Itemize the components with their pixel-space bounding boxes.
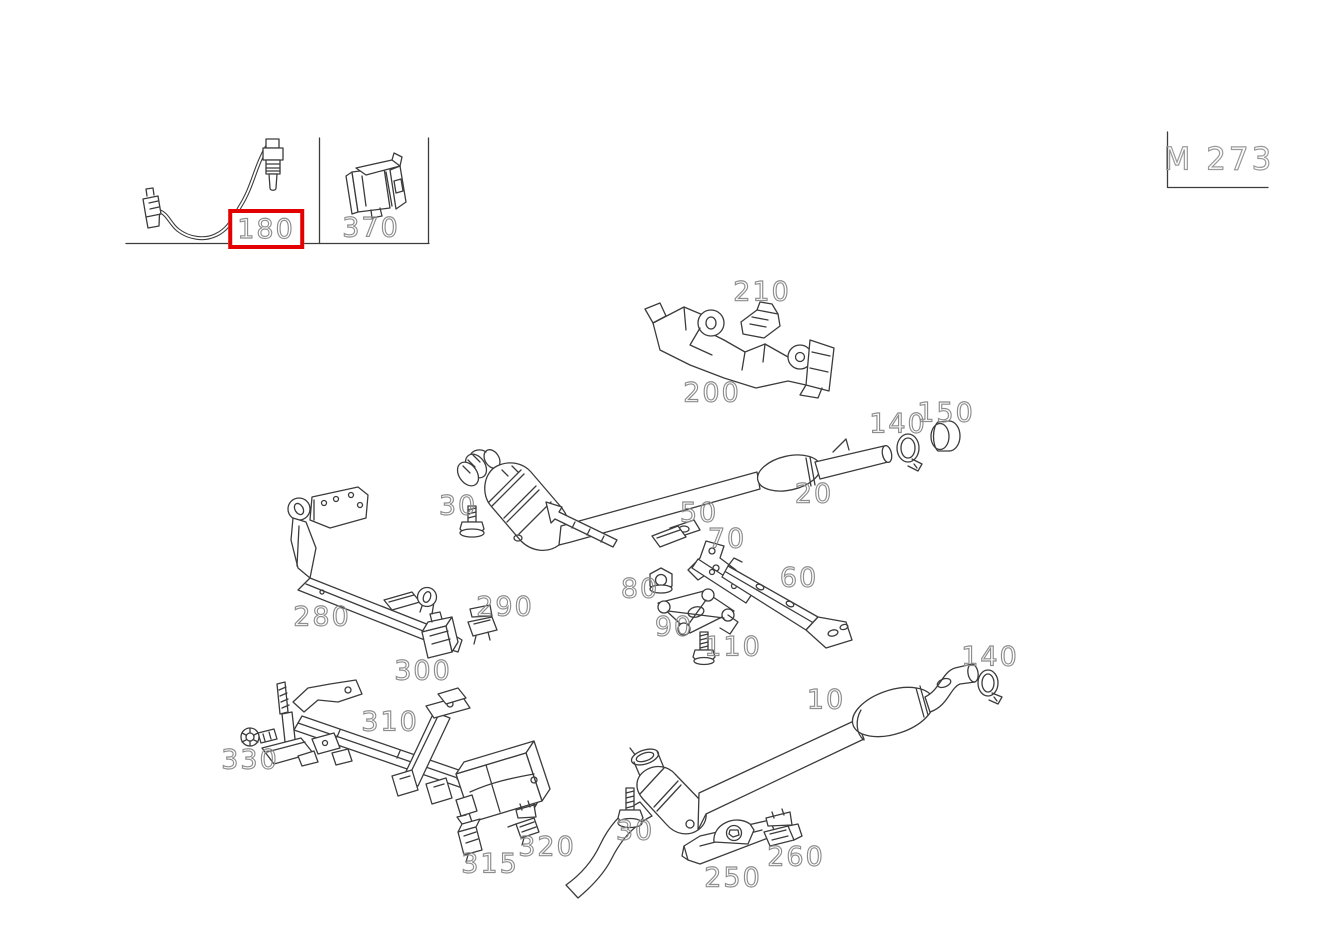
callout-20[interactable]: 20 [794,478,834,510]
part-315-clip-drawing [456,814,483,863]
engine-code-frame [1166,131,1269,189]
part-300-clip-drawing [421,611,459,659]
part-110-bolt-drawing [692,631,716,666]
part-370-bracket-drawing [345,152,407,219]
callout-300[interactable]: 300 [394,655,452,687]
part-250-bracket-drawing [681,819,777,865]
pointer-arrow [545,501,618,548]
callout-315[interactable]: 315 [461,848,519,880]
part-150-sleeve-drawing [930,420,961,452]
callout-50[interactable]: 50 [679,497,719,529]
part-50-stay-drawing [651,519,701,548]
callout-150[interactable]: 150 [917,397,975,429]
part-60-bracket-drawing [721,557,853,649]
part-30-upper-bolt-drawing [459,505,485,538]
callout-280[interactable]: 280 [293,601,351,633]
part-200-bracket-drawing [644,302,835,399]
callout-330[interactable]: 330 [221,744,279,776]
part-140-upper-clamp-drawing [896,433,923,472]
part-210-bracket-drawing [740,301,781,339]
part-90-mount-drawing [657,588,739,636]
part-330-screw-drawing [240,727,278,747]
callout-250[interactable]: 250 [704,862,762,894]
part-310-support-drawing [261,679,551,823]
callout-260[interactable]: 260 [767,841,825,873]
part-280-bracket-drawing [287,486,463,653]
part-260-clip-drawing [763,808,803,847]
part-290-clip-drawing [467,604,498,645]
part-30-lower-bolt-drawing [617,787,644,829]
callout-70[interactable]: 70 [707,523,747,555]
callout-90[interactable]: 90 [654,611,694,643]
callout-310[interactable]: 310 [361,706,419,738]
callout-370[interactable]: 370 [342,212,400,244]
callout-10[interactable]: 10 [806,684,846,716]
part-140-lower-clamp-drawing [977,669,1003,705]
callout-320[interactable]: 320 [518,831,576,863]
part-10-catalyst-pipe-drawing [565,663,979,899]
callout-290[interactable]: 290 [476,591,534,623]
callout-180-selected[interactable]: 180 [228,209,304,249]
callout-140-lower[interactable]: 140 [961,641,1019,673]
part-80-nut-drawing [649,567,673,594]
callout-60[interactable]: 60 [779,562,819,594]
engine-code-label: M 273 [1163,141,1275,178]
part-20-catalyst-pipe-drawing [456,438,893,551]
part-320-clip-drawing [507,800,540,846]
callout-210[interactable]: 210 [733,276,791,308]
callout-30-lower[interactable]: 30 [615,815,655,847]
part-70-bracket-drawing [687,540,753,604]
callout-80[interactable]: 80 [620,573,660,605]
callout-140-upper[interactable]: 140 [869,408,927,440]
callout-200[interactable]: 200 [683,377,741,409]
callout-30-upper[interactable]: 30 [438,490,478,522]
callout-110[interactable]: 110 [704,631,762,663]
